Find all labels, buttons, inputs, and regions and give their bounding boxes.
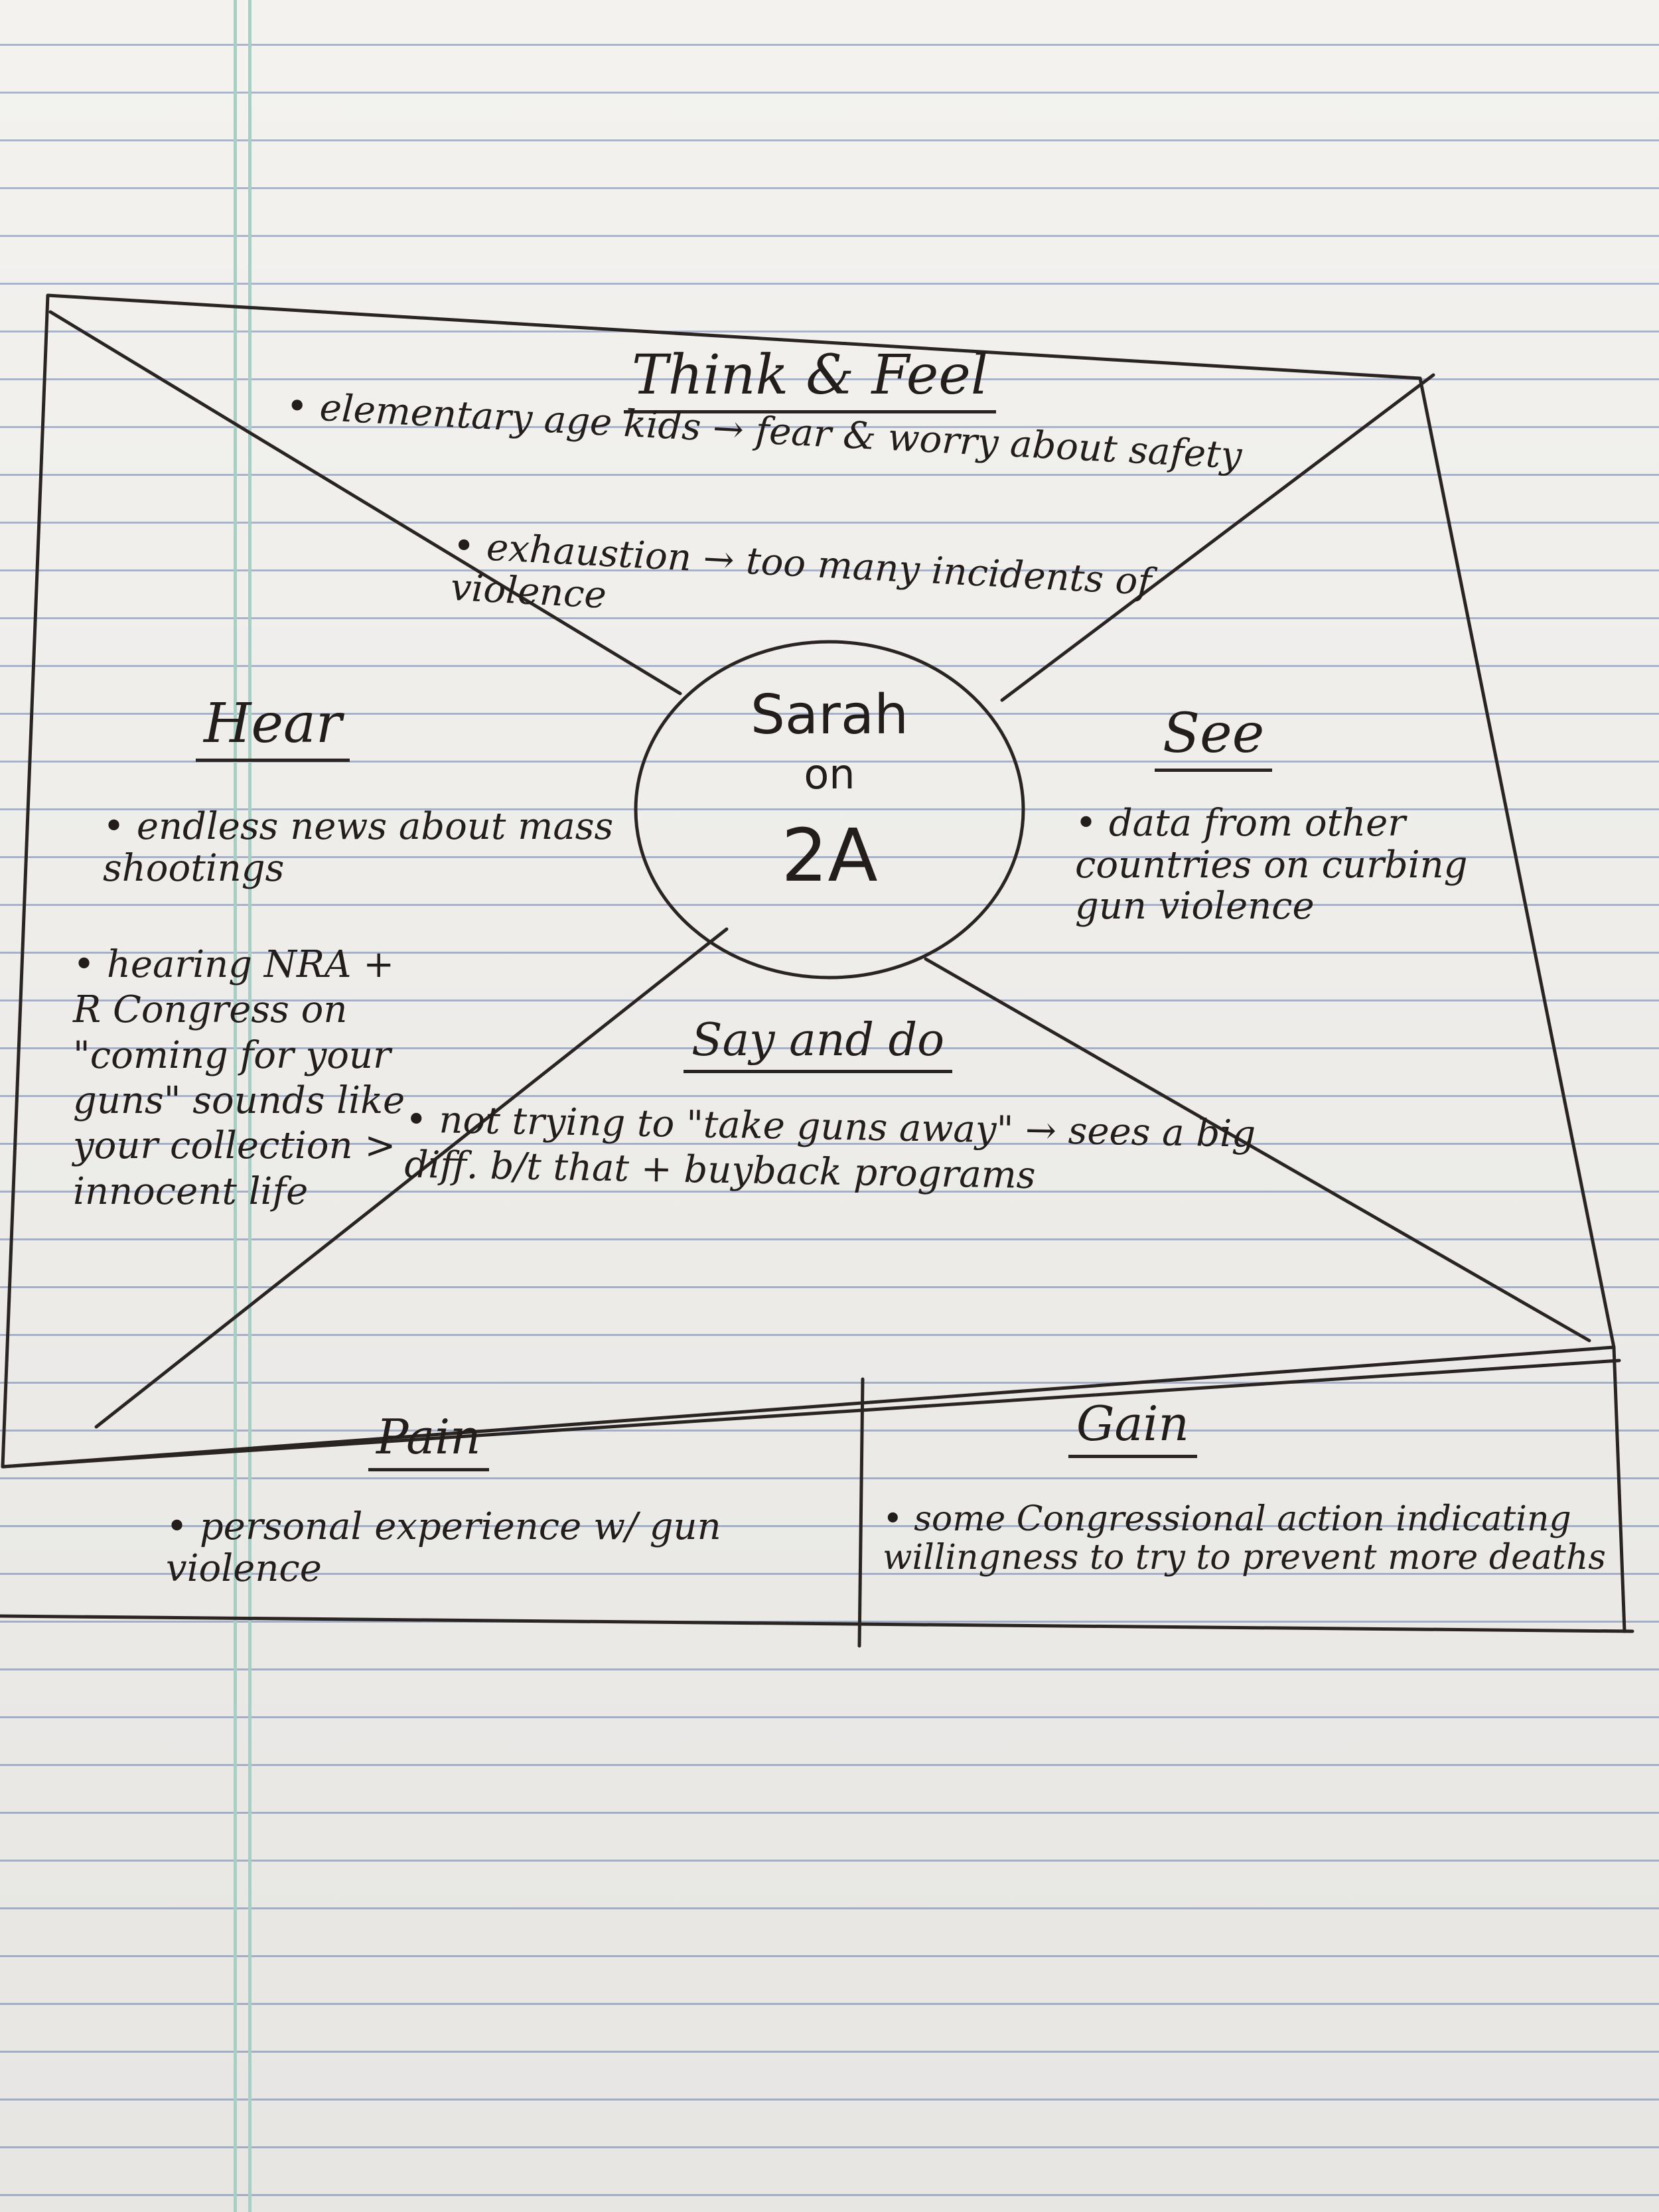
pain-note-1: • personal experience w/ gun violence — [166, 1505, 721, 1590]
diagonal-bottom-right — [924, 957, 1591, 1343]
diagonal-top-left — [48, 310, 682, 696]
see-heading: See — [1155, 703, 1273, 772]
think-feel-heading: Think & Feel — [624, 345, 997, 413]
pain-gain-bottom-line — [0, 1614, 1634, 1633]
diagonal-bottom-left — [94, 927, 729, 1429]
center-topic: 2A — [781, 813, 878, 898]
center-circle — [634, 640, 1025, 980]
hear-note-1: • endless news about mass shootings — [103, 805, 614, 890]
pain-gain-divider-vertical — [857, 1377, 865, 1648]
hear-heading: Hear — [196, 694, 350, 762]
pain-heading: Pain — [368, 1410, 489, 1471]
pain-gain-divider-top — [1, 1359, 1621, 1469]
gain-right-edge — [1612, 1345, 1626, 1633]
say-do-heading: Say and do — [684, 1015, 953, 1074]
diagonal-top-right — [1000, 373, 1435, 702]
margin-line-left — [234, 0, 237, 2212]
center-connector: on — [804, 750, 855, 798]
see-note-1: • data from other countries on curbing g… — [1075, 802, 1468, 928]
margin-line-right — [248, 0, 252, 2212]
hear-note-2: • hearing NRA + R Congress on "coming fo… — [73, 943, 405, 1213]
gain-note-1: • some Congressional action indicating w… — [883, 1499, 1606, 1578]
gain-heading: Gain — [1068, 1397, 1197, 1458]
say-do-note-1: • not trying to "take guns away" → sees … — [403, 1098, 1256, 1198]
center-name: Sarah — [750, 684, 909, 747]
